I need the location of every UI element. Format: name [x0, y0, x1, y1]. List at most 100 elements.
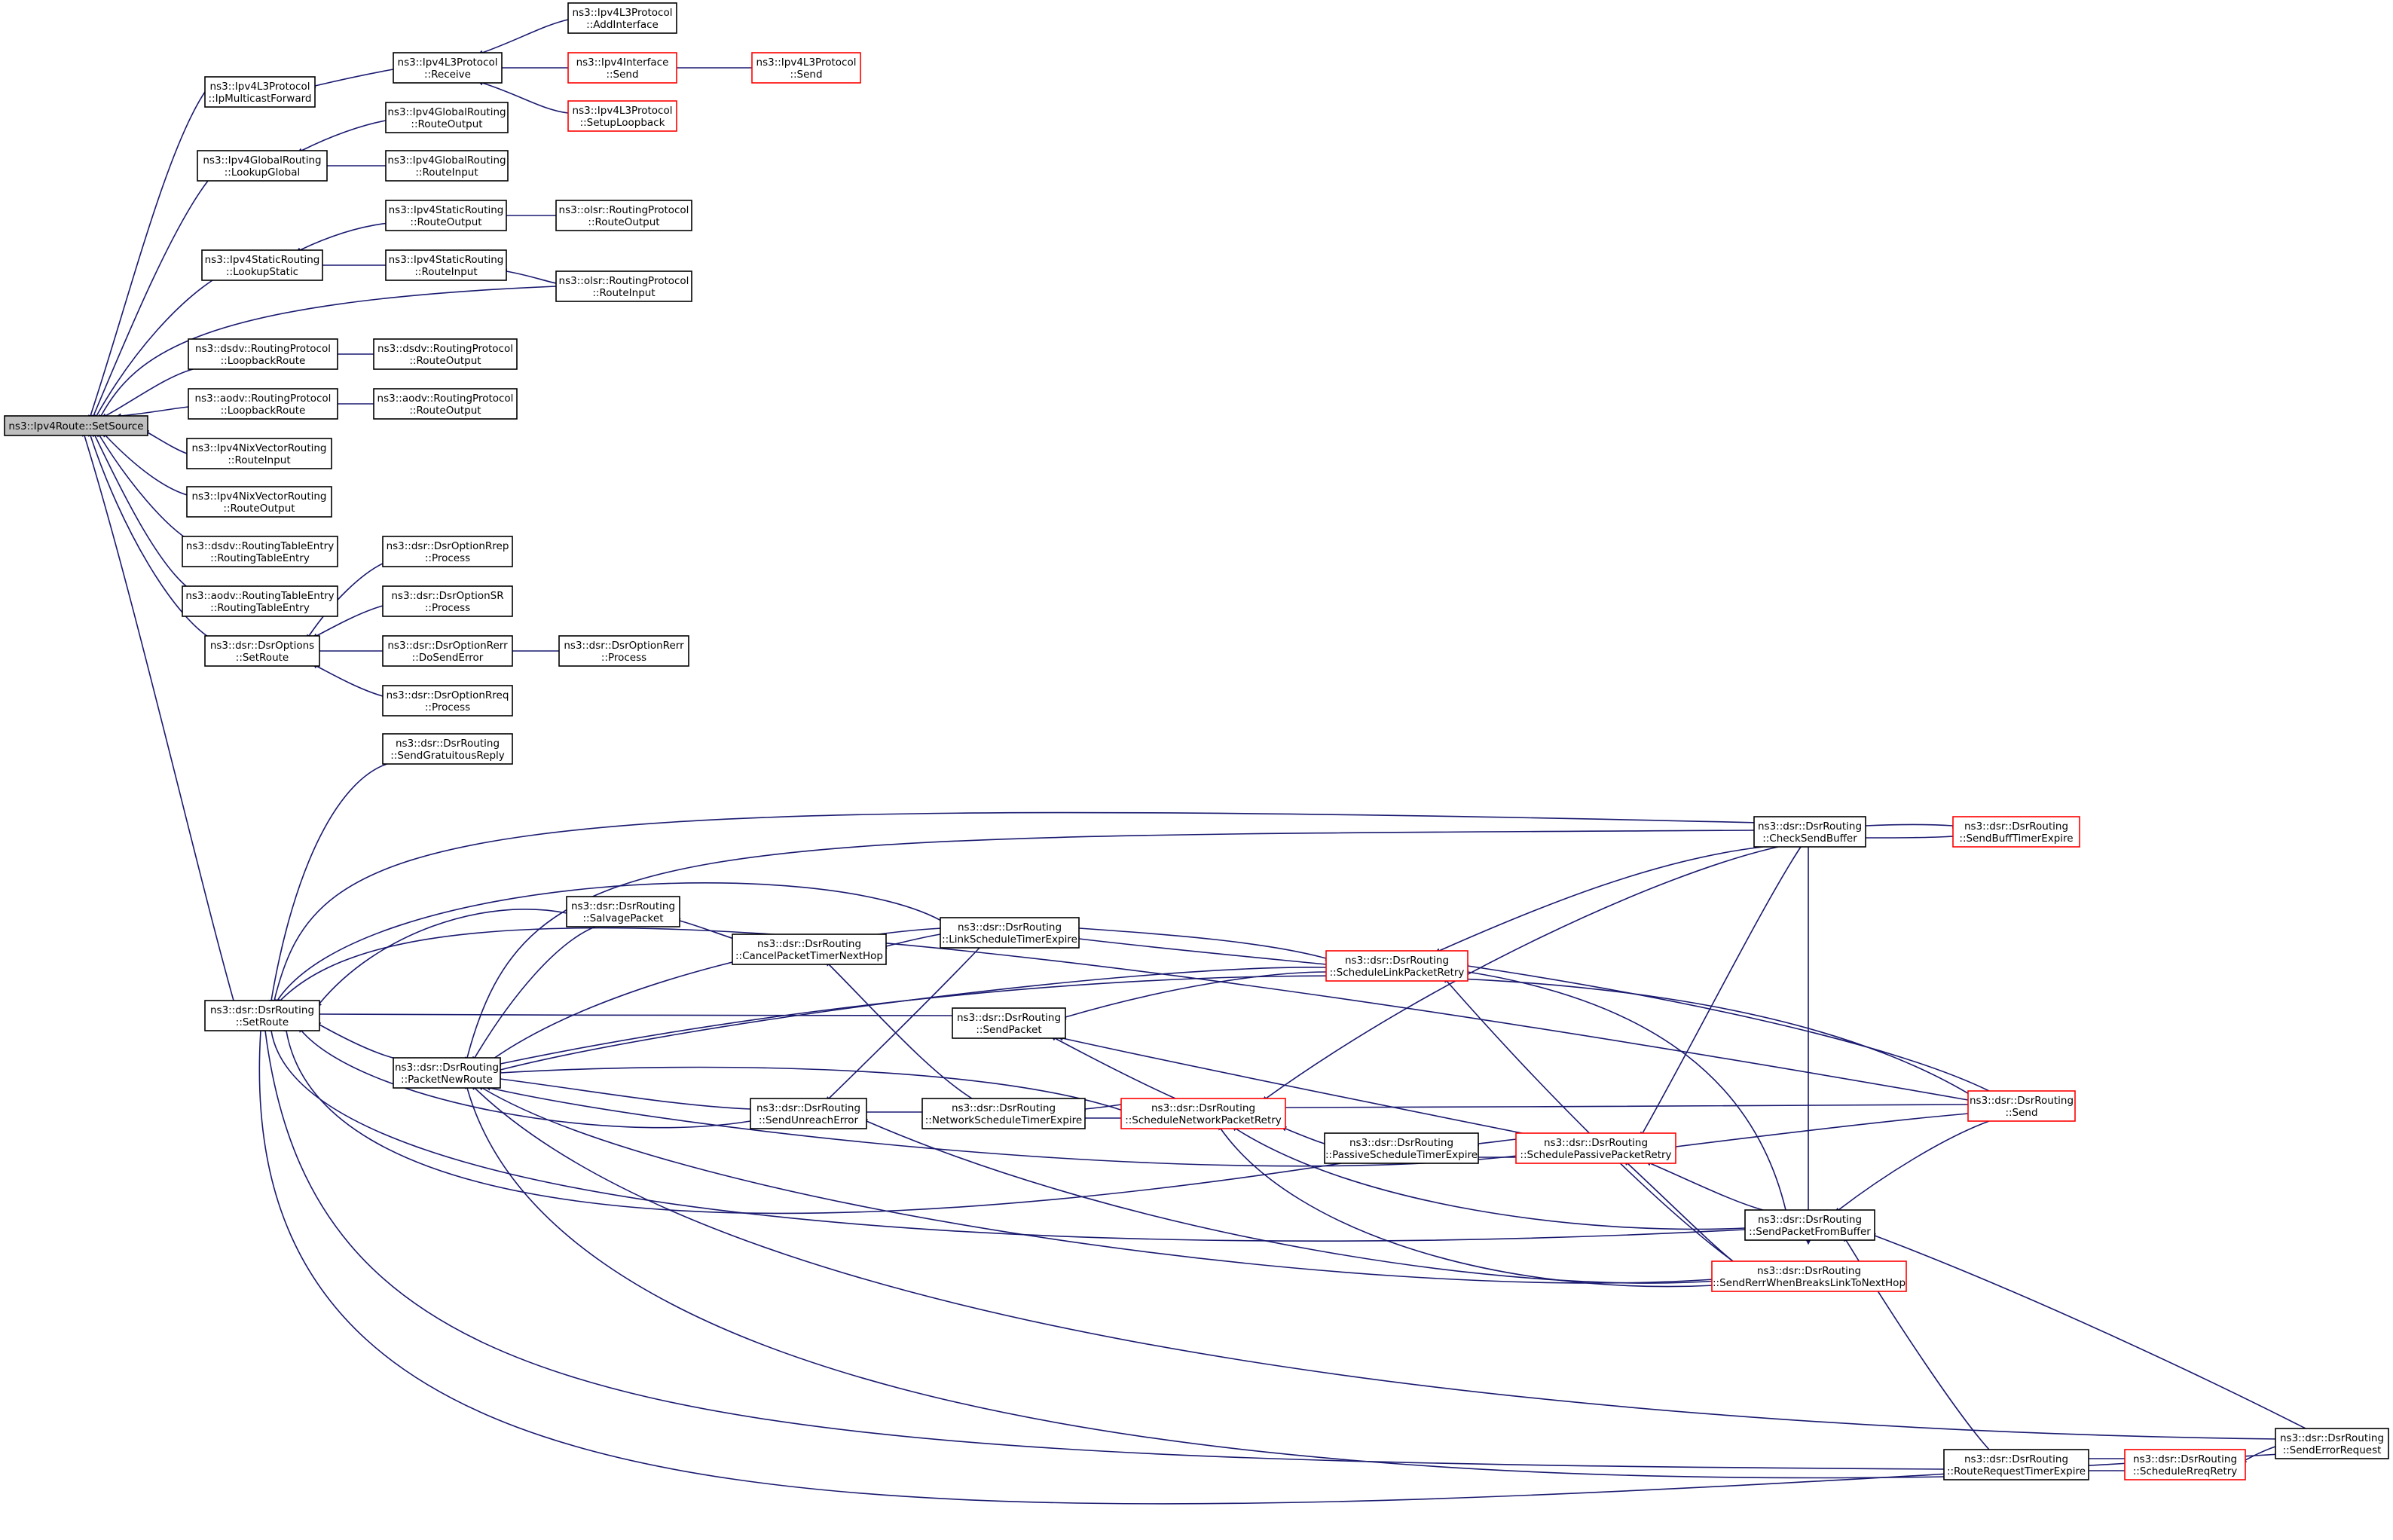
node-aodvlb[interactable]: ns3::aodv::RoutingProtocol::LoopbackRout…	[188, 388, 338, 420]
edge-ser-calls-spfb	[1870, 1233, 2306, 1429]
node-slpr[interactable]: ns3::dsr::DsrRouting::ScheduleLinkPacket…	[1325, 950, 1469, 982]
edge-aodvlb-calls-root	[115, 406, 189, 419]
node-box	[1325, 950, 1469, 982]
node-sppr[interactable]: ns3::dsr::DsrRouting::SchedulePassivePac…	[1515, 1132, 1676, 1164]
node-label-line: ::SetRoute	[236, 1016, 289, 1028]
node-srin[interactable]: ns3::Ipv4StaticRouting::RouteInput	[385, 249, 507, 281]
edge-line	[274, 882, 947, 1005]
node-label-line: ::CancelPacketTimerNextHop	[735, 950, 883, 962]
node-label-line: ns3::dsr::DsrRouting	[1758, 820, 1862, 833]
node-box	[197, 150, 328, 182]
node-sue[interactable]: ns3::dsr::DsrRouting::SendUnreachError	[750, 1098, 867, 1129]
node-nixin[interactable]: ns3::Ipv4NixVectorRouting::RouteInput	[186, 438, 332, 469]
node-srwb[interactable]: ns3::dsr::DsrRouting::SendRerrWhenBreaks…	[1711, 1260, 1907, 1292]
node-olsrin[interactable]: ns3::olsr::RoutingProtocol::RouteInput	[555, 270, 692, 302]
node-grout[interactable]: ns3::Ipv4GlobalRouting::RouteOutput	[385, 102, 509, 133]
node-box	[1711, 1260, 1907, 1292]
node-l3send[interactable]: ns3::Ipv4L3Protocol::Send	[751, 52, 861, 84]
node-setloop[interactable]: ns3::Ipv4L3Protocol::SetupLoopback	[567, 100, 677, 132]
node-olsrout[interactable]: ns3::olsr::RoutingProtocol::RouteOutput	[555, 200, 692, 231]
edge-salv-calls-dsrset	[316, 909, 567, 1007]
edge-dsend-calls-pnr	[495, 975, 1975, 1098]
node-label-line: ns3::olsr::RoutingProtocol	[559, 275, 689, 287]
node-dsdvrte[interactable]: ns3::dsdv::RoutingTableEntry::RoutingTab…	[182, 536, 338, 567]
edge-lstexp-calls-sue	[825, 947, 980, 1102]
node-label-line: ::LinkScheduleTimerExpire	[942, 933, 1077, 946]
node-label-line: ::DoSendError	[412, 652, 484, 664]
node-label-line: ::RouteInput	[592, 287, 655, 299]
node-label-line: ns3::dsdv::RoutingProtocol	[377, 343, 513, 355]
edges-layer	[81, 19, 2306, 1505]
node-root[interactable]: ns3::Ipv4Route::SetSource	[4, 415, 148, 436]
node-box	[204, 635, 320, 667]
node-label-line: ::RouteOutput	[411, 118, 482, 130]
node-opreq[interactable]: ns3::dsr::DsrOptionRreq::Process	[382, 685, 513, 717]
node-pnr[interactable]: ns3::dsr::DsrRouting::PacketNewRoute	[393, 1057, 501, 1089]
node-box	[188, 338, 338, 370]
edge-line	[484, 1085, 1518, 1167]
node-sbte[interactable]: ns3::dsr::DsrRouting::SendBuffTimerExpir…	[1952, 816, 2080, 848]
node-label-line: ::LookupGlobal	[225, 167, 301, 179]
node-grin[interactable]: ns3::Ipv4GlobalRouting::RouteInput	[385, 150, 509, 182]
node-label-line: ns3::Ipv4Route::SetSource	[8, 420, 143, 432]
node-pstexp[interactable]: ns3::dsr::DsrRouting::PassiveScheduleTim…	[1324, 1132, 1479, 1164]
node-lkstat[interactable]: ns3::Ipv4StaticRouting::LookupStatic	[201, 249, 323, 281]
node-box	[382, 685, 513, 717]
node-label-line: ::RouteInput	[414, 266, 477, 278]
node-dsdvlb[interactable]: ns3::dsdv::RoutingProtocol::LoopbackRout…	[188, 338, 338, 370]
node-dsend[interactable]: ns3::dsr::DsrRouting::Send	[1967, 1090, 2076, 1122]
node-rrte[interactable]: ns3::dsr::DsrRouting::RouteRequestTimerE…	[1943, 1449, 2089, 1480]
edge-dsend-calls-spfb	[1834, 1120, 1990, 1213]
edge-ser-calls-srr	[2241, 1446, 2276, 1462]
edge-csb-calls-sbte	[1865, 823, 1958, 829]
node-box	[385, 150, 509, 182]
node-label-line: ns3::dsr::DsrRouting	[2280, 1432, 2384, 1444]
node-lkglob[interactable]: ns3::Ipv4GlobalRouting::LookupGlobal	[197, 150, 328, 182]
edge-nixin-calls-root	[143, 429, 188, 454]
node-salv[interactable]: ns3::dsr::DsrRouting::SalvagePacket	[566, 896, 680, 927]
node-ser[interactable]: ns3::dsr::DsrRouting::SendErrorRequest	[2275, 1428, 2389, 1459]
node-box	[382, 635, 513, 667]
node-label-line: ns3::dsr::DsrOptionRerr	[387, 640, 508, 652]
node-label-line: ns3::dsr::DsrRouting	[1964, 820, 2068, 833]
node-dsdvro[interactable]: ns3::dsdv::RoutingProtocol::RouteOutput	[373, 338, 518, 370]
node-operrp[interactable]: ns3::dsr::DsrOptionRerr::Process	[558, 635, 689, 667]
edge-optset-calls-root	[87, 431, 215, 641]
edge-line	[1870, 1233, 2306, 1429]
node-nixout[interactable]: ns3::Ipv4NixVectorRouting::RouteOutput	[186, 486, 332, 518]
node-label-line: ::SendGratuitousReply	[390, 750, 505, 762]
node-srout[interactable]: ns3::Ipv4StaticRouting::RouteOutput	[385, 200, 507, 231]
node-box	[188, 388, 338, 420]
edge-dsdvrte-calls-root	[96, 431, 194, 543]
node-oprep[interactable]: ns3::dsr::DsrOptionRrep::Process	[382, 536, 513, 567]
node-snpr[interactable]: ns3::dsr::DsrRouting::ScheduleNetworkPac…	[1120, 1098, 1286, 1129]
edge-line	[1060, 971, 1328, 1020]
node-operr[interactable]: ns3::dsr::DsrOptionRerr::DoSendError	[382, 635, 513, 667]
node-ifsend[interactable]: ns3::Ipv4Interface::Send	[567, 52, 677, 84]
node-spfb[interactable]: ns3::dsr::DsrRouting::SendPacketFromBuff…	[1744, 1209, 1875, 1241]
node-recv[interactable]: ns3::Ipv4L3Protocol::Receive	[393, 52, 503, 84]
node-label-line: ::Send	[606, 69, 638, 81]
node-addif[interactable]: ns3::Ipv4L3Protocol::AddInterface	[567, 2, 677, 34]
node-srr[interactable]: ns3::dsr::DsrRouting::ScheduleRreqRetry	[2124, 1449, 2246, 1480]
node-sgrat[interactable]: ns3::dsr::DsrRouting::SendGratuitousRepl…	[382, 733, 513, 765]
node-nstexp[interactable]: ns3::dsr::DsrRouting::NetworkScheduleTim…	[921, 1098, 1086, 1129]
node-dsrset[interactable]: ns3::dsr::DsrRouting::SetRoute	[204, 1000, 320, 1031]
node-label-line: ::AddInterface	[586, 19, 659, 31]
node-box	[204, 76, 316, 108]
node-opsr[interactable]: ns3::dsr::DsrOptionSR::Process	[382, 585, 513, 617]
node-csb[interactable]: ns3::dsr::DsrRouting::CheckSendBuffer	[1753, 816, 1866, 848]
node-label-line: ns3::dsdv::RoutingProtocol	[195, 343, 331, 355]
node-optset[interactable]: ns3::dsr::DsrOptions::SetRoute	[204, 635, 320, 667]
node-label-line: ns3::dsr::DsrRouting	[1970, 1095, 2074, 1107]
edge-line	[297, 120, 387, 153]
node-lstexp[interactable]: ns3::dsr::DsrRouting::LinkScheduleTimerE…	[940, 917, 1080, 949]
node-label-line: ns3::dsr::DsrRouting	[1345, 955, 1449, 967]
node-aodvro[interactable]: ns3::aodv::RoutingProtocol::RouteOutput	[373, 388, 518, 420]
node-aodvrte[interactable]: ns3::aodv::RoutingTableEntry::RoutingTab…	[182, 585, 338, 617]
edge-dsend-calls-sppr	[1670, 1113, 1969, 1150]
node-ipmf[interactable]: ns3::Ipv4L3Protocol::IpMulticastForward	[204, 76, 316, 108]
edge-csb-calls-slpr	[1435, 846, 1764, 953]
node-sendpkt[interactable]: ns3::dsr::DsrRouting::SendPacket	[952, 1007, 1066, 1039]
node-cancel[interactable]: ns3::dsr::DsrRouting::CancelPacketTimerN…	[732, 933, 887, 965]
